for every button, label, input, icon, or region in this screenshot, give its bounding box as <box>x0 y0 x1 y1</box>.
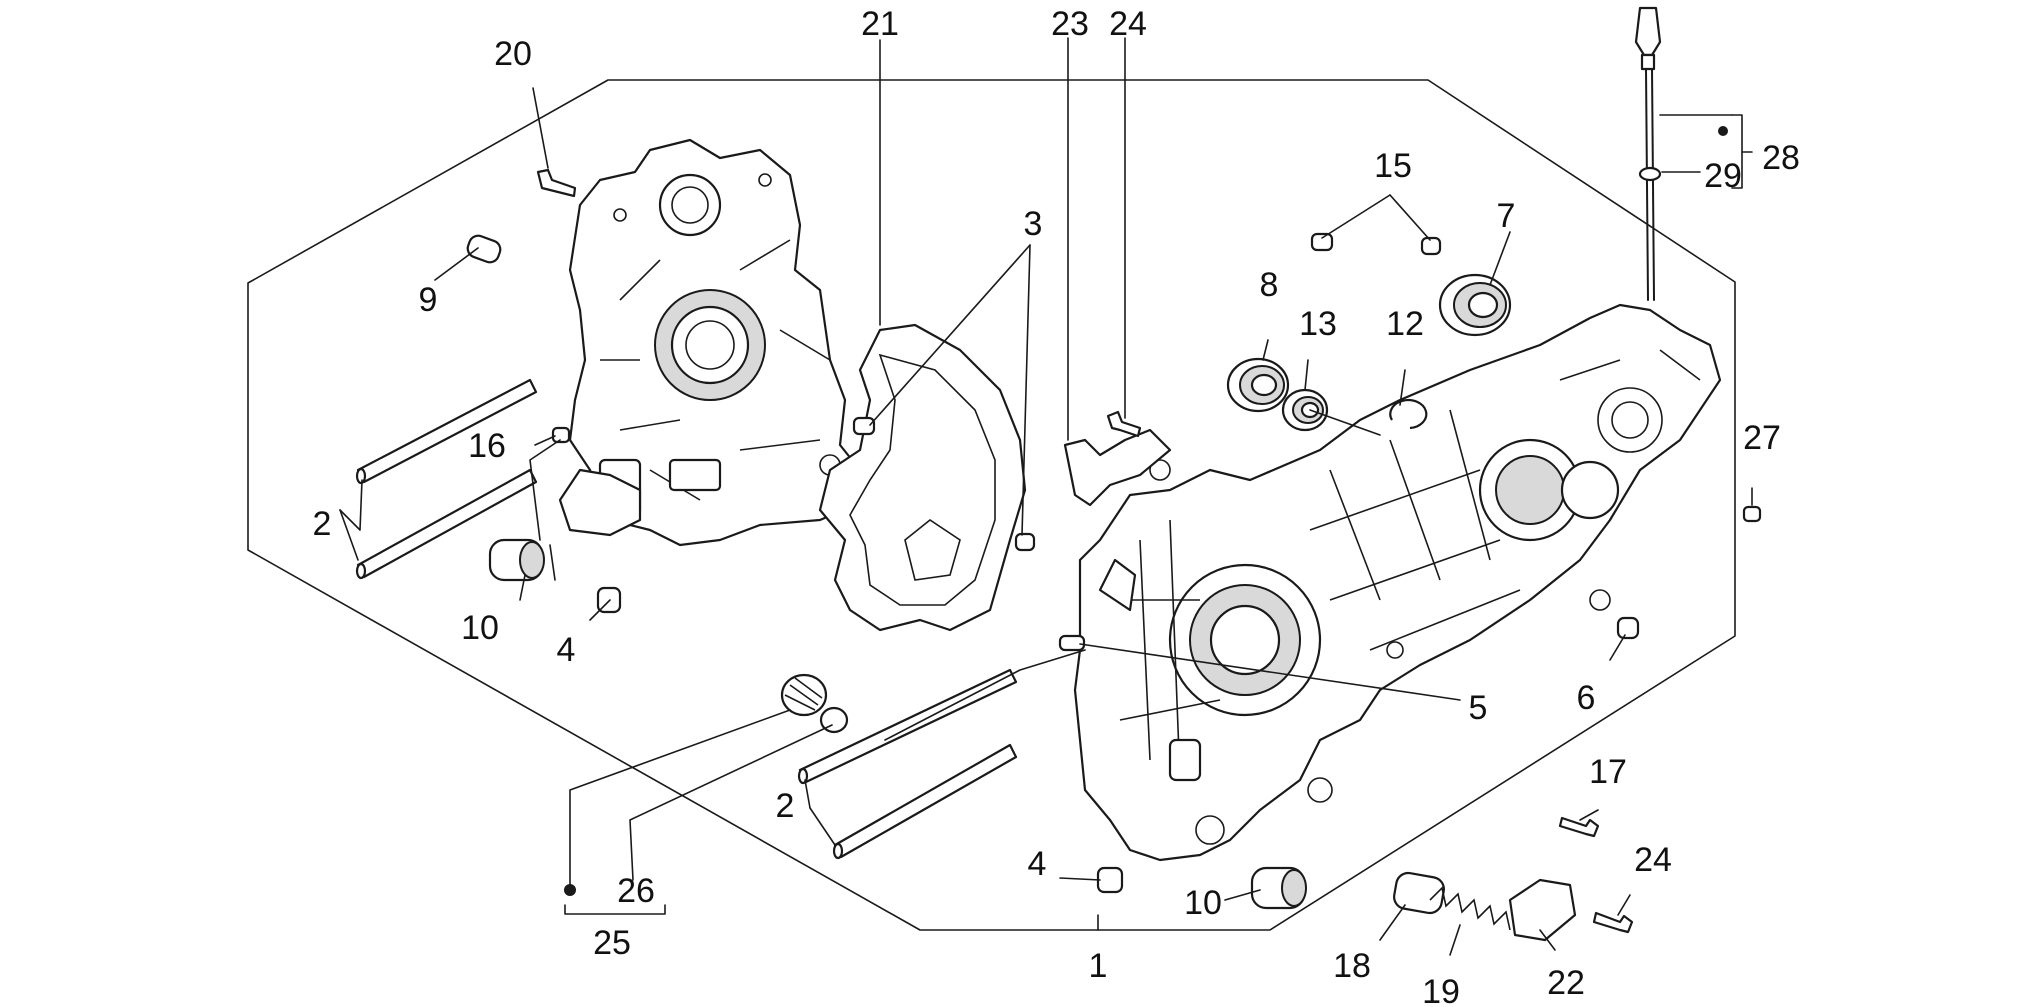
leader-lines <box>339 37 1753 956</box>
callout-24-top: 24 <box>1109 5 1147 43</box>
dowel-15-right <box>1420 236 1442 256</box>
cover-plate-22 <box>1508 878 1577 942</box>
callout-27: 27 <box>1743 419 1781 457</box>
stud-bolts-left <box>355 378 538 580</box>
callout-17: 17 <box>1589 753 1627 791</box>
spacer-18 <box>1393 871 1445 915</box>
callout-10-left: 10 <box>461 609 499 647</box>
circlip-12 <box>1389 398 1428 430</box>
callout-15: 15 <box>1374 147 1412 185</box>
callout-24-bottom: 24 <box>1634 841 1672 879</box>
callout-5: 5 <box>1469 689 1488 727</box>
callout-8: 8 <box>1260 266 1279 304</box>
callout-28: 28 <box>1762 139 1800 177</box>
bracket-plate <box>1063 428 1172 507</box>
dowel-16 <box>551 426 571 444</box>
bushing-10-right <box>1250 866 1307 910</box>
dowel-6 <box>1616 616 1640 640</box>
o-ring-26 <box>819 706 849 734</box>
dowel-9 <box>466 234 502 264</box>
left-crankcase-half <box>558 138 862 547</box>
callout-7: 7 <box>1497 197 1516 235</box>
oil-strainer-25 <box>780 673 828 717</box>
callout-12: 12 <box>1386 305 1424 343</box>
plug-27 <box>1742 505 1762 523</box>
dowel-3-lower <box>1014 532 1036 552</box>
callout-19: 19 <box>1422 973 1460 1007</box>
assembly-outline <box>247 79 1736 931</box>
callout-9: 9 <box>419 281 438 319</box>
oil-seal-13 <box>1281 388 1329 432</box>
callout-29: 29 <box>1704 157 1742 195</box>
stud-bolts-center <box>797 668 1018 860</box>
callout-18: 18 <box>1333 947 1371 985</box>
bearing-7 <box>1438 273 1512 337</box>
bullet-28 <box>1718 126 1728 136</box>
dowel-3-upper <box>852 416 876 436</box>
dowel-5 <box>1058 634 1086 652</box>
callout-6: 6 <box>1577 679 1596 717</box>
callout-23: 23 <box>1051 5 1089 43</box>
bushing-10-left <box>488 538 545 582</box>
callout-26: 26 <box>617 872 655 910</box>
washer-29 <box>1638 166 1662 182</box>
bullet-25 <box>564 884 576 896</box>
bolt-24-bottom <box>1592 911 1634 934</box>
callout-21: 21 <box>861 5 899 43</box>
callout-25: 25 <box>593 924 631 962</box>
callout-3: 3 <box>1024 205 1043 243</box>
dowel-15-left <box>1310 232 1334 252</box>
right-crankcase-half <box>1073 303 1722 862</box>
callout-22: 22 <box>1547 964 1585 1002</box>
callout-4-left: 4 <box>557 631 576 669</box>
callout-20: 20 <box>494 35 532 73</box>
callout-16: 16 <box>468 427 506 465</box>
crankcase-gasket <box>818 323 1027 632</box>
callout-2-center: 2 <box>776 787 795 825</box>
callout-2-left: 2 <box>313 505 332 543</box>
bolt-24-top <box>1106 410 1142 438</box>
callout-10-right: 10 <box>1184 884 1222 922</box>
dipstick-28 <box>1634 6 1662 301</box>
spring-19 <box>1429 886 1511 931</box>
callout-1: 1 <box>1089 947 1108 985</box>
callout-4-right: 4 <box>1028 845 1047 883</box>
dowel-4-right <box>1096 866 1124 894</box>
bolt-20 <box>536 168 577 198</box>
callout-13: 13 <box>1299 305 1337 343</box>
bearing-8 <box>1226 357 1290 413</box>
bolt-17 <box>1558 816 1600 838</box>
